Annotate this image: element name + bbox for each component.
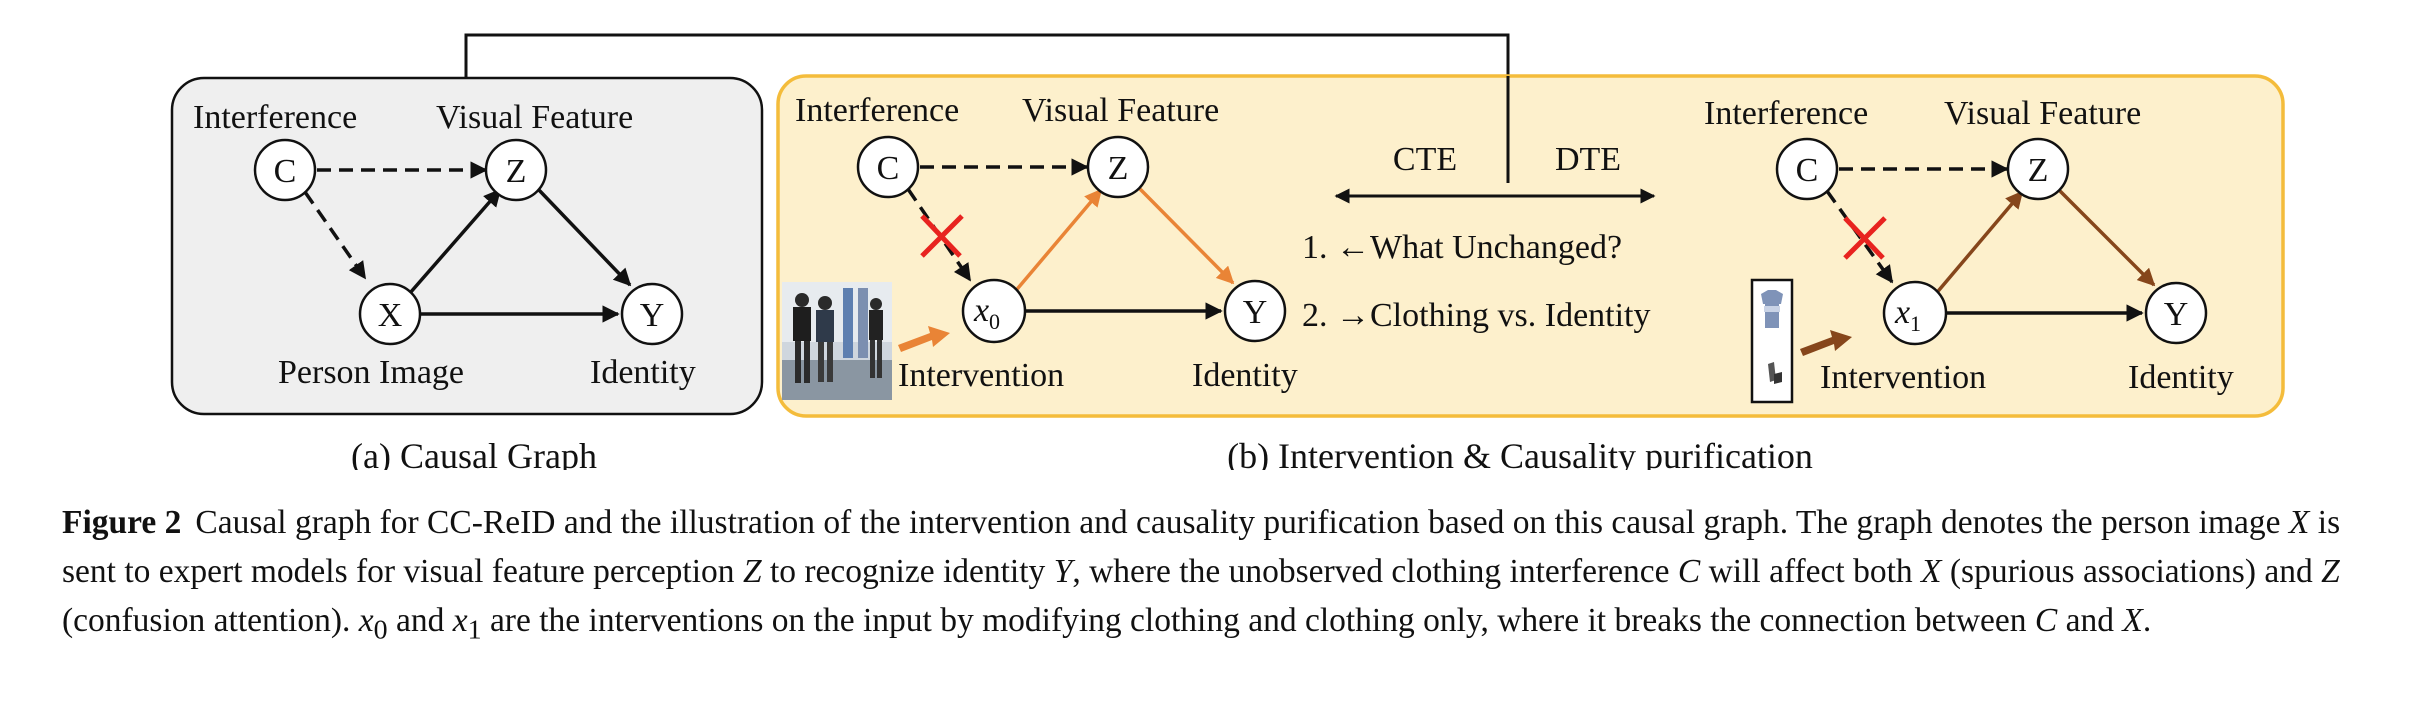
caption-math: X <box>2288 504 2310 541</box>
right-node-z <box>2006 137 2070 201</box>
step2-text: 2. →Clothing vs. Identity <box>1302 297 1651 334</box>
dte-label: DTE <box>1555 141 1621 178</box>
left-input-arrow <box>898 326 950 352</box>
left-node-x0 <box>961 278 1027 344</box>
left-label-intervention: Intervention <box>898 357 1064 394</box>
subcaption-b: (b) Intervention & Causality purificatio… <box>1227 436 1813 470</box>
panel-a-box <box>170 76 764 416</box>
caption-math: C <box>2034 602 2058 639</box>
left-node-y-label: Y <box>1243 294 1268 331</box>
right-node-x1 <box>1882 280 1948 346</box>
caption-text: to recognize identity <box>761 553 1054 590</box>
right-node-c-label: C <box>1796 152 1819 189</box>
left-label-visual-feature: Visual Feature <box>1022 92 1219 129</box>
caption-text: Causal graph for CC-ReID and the illustr… <box>195 504 2289 541</box>
subcaption-a: (a) Causal Graph <box>351 436 597 470</box>
left-cut-cross <box>920 214 964 258</box>
left-node-y <box>1223 279 1287 343</box>
left-node-z <box>1086 135 1150 199</box>
caption-text: is sent to expert models for visual feat… <box>62 504 2341 590</box>
caption-subscript: 1 <box>467 614 482 646</box>
edge-x-z <box>408 188 502 295</box>
panel-b: Interference Visual Feature Intervention… <box>776 74 2285 418</box>
caption-text: and <box>387 602 453 639</box>
caption-text: . <box>2142 602 2152 639</box>
caption-subscript: 0 <box>373 614 388 646</box>
node-c <box>253 138 317 202</box>
label-person-image: Person Image <box>278 354 464 391</box>
caption-text: , where the unobserved clothing interfer… <box>1072 553 1678 590</box>
right-label-intervention: Intervention <box>1820 359 1986 396</box>
left-label-interference: Interference <box>795 92 959 129</box>
left-node-c <box>856 135 920 199</box>
right-node-x1-label: x1 <box>1894 294 1921 336</box>
edge-c-x <box>303 190 367 280</box>
right-label-interference: Interference <box>1704 95 1868 132</box>
caption-math: X <box>1921 553 1942 590</box>
right-label-visual-feature: Visual Feature <box>1944 95 2141 132</box>
edge-z-y <box>536 187 632 287</box>
left-label-identity: Identity <box>1192 357 1298 394</box>
label-visual-feature: Visual Feature <box>436 99 633 136</box>
cte-dte-block: CTE DTE 1. ←What Unchanged? 2. →Clothing… <box>1302 141 1656 334</box>
panel-a: Interference Visual Feature Person Image… <box>170 76 764 416</box>
causal-figure: Interference Visual Feature Person Image… <box>170 33 2285 470</box>
caption-text: are the interventions on the input by mo… <box>481 602 2035 639</box>
right-cut-cross <box>1843 216 1887 260</box>
caption-math: Z <box>742 553 762 590</box>
caption-math: x <box>358 602 374 639</box>
right-node-c <box>1775 137 1839 201</box>
node-c-label: C <box>274 153 297 190</box>
right-node-z-label: Z <box>2028 152 2049 189</box>
right-node-y-label: Y <box>2164 296 2189 333</box>
left-node-z-label: Z <box>1108 150 1129 187</box>
right-edge-z-y <box>2058 189 2156 287</box>
label-identity: Identity <box>590 354 696 391</box>
caption-lead: Figure 2 <box>62 504 182 541</box>
right-edge-x-z <box>1932 190 2024 298</box>
node-x <box>358 282 422 346</box>
caption-text: (confusion attention). <box>62 602 359 639</box>
node-z <box>484 138 548 202</box>
caption-math: C <box>1677 553 1701 590</box>
person-image-thumbnail <box>782 282 892 400</box>
graph-left: Interference Visual Feature Intervention… <box>782 92 1298 400</box>
caption-math: Z <box>2321 553 2340 590</box>
cte-label: CTE <box>1393 141 1457 178</box>
caption-math: x <box>452 602 468 639</box>
caption-text: and <box>2057 602 2123 639</box>
node-y-label: Y <box>640 297 665 334</box>
left-edge-z-y <box>1138 187 1235 285</box>
caption-math: Y <box>1053 553 1073 590</box>
caption-text: will affect both <box>1700 553 1922 590</box>
node-y <box>620 282 684 346</box>
right-node-y <box>2144 281 2208 345</box>
step1-text: 1. ←What Unchanged? <box>1302 229 1622 266</box>
graph-right: Interference Visual Feature Intervention… <box>1704 95 2234 396</box>
node-z-label: Z <box>506 153 527 190</box>
label-interference: Interference <box>193 99 357 136</box>
right-input-arrow <box>1800 330 1852 356</box>
clothing-thumbnail <box>1750 278 1794 404</box>
caption-text: (spurious associations) and <box>1941 553 2322 590</box>
left-node-c-label: C <box>877 150 900 187</box>
right-label-identity: Identity <box>2128 359 2234 396</box>
left-node-x0-label: x0 <box>973 292 1000 334</box>
caption-math: X <box>2122 602 2143 639</box>
node-x-label: X <box>378 297 403 334</box>
left-edge-x-z <box>1011 188 1103 296</box>
figure-caption: Figure 2 Causal graph for CC-ReID and the… <box>62 498 2392 655</box>
